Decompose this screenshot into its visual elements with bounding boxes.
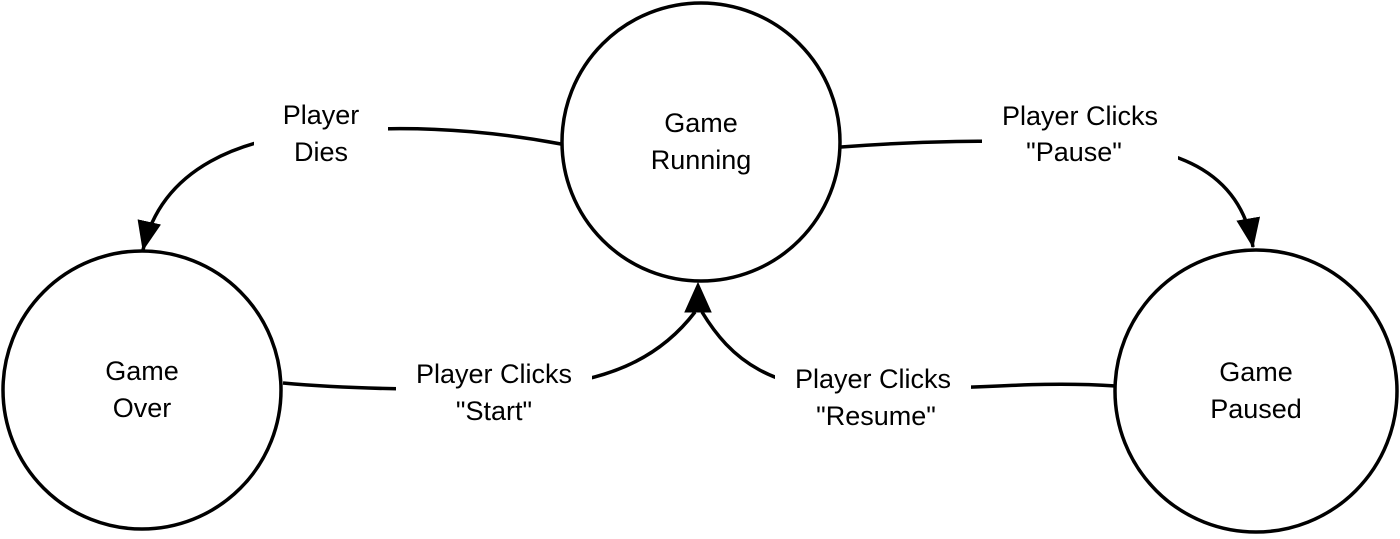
state-node-game-paused: Game Paused [1113,248,1399,534]
edge-label-player-clicks-start-line2: "Start" [456,396,532,426]
edge-label-player-clicks-resume: Player Clicks "Resume" [775,361,971,433]
edge-label-player-clicks-start-line1: Player Clicks [416,359,572,389]
edge-label-bg [775,361,971,433]
edge-label-player-clicks-pause-line1: Player Clicks [1002,101,1158,131]
edge-label-player-dies: Player Dies [254,95,388,167]
state-label-game-paused-line1: Game [1219,357,1293,387]
edge-label-player-clicks-pause: Player Clicks "Pause" [982,97,1178,167]
edge-label-bg [254,95,388,167]
state-node-game-over: Game Over [1,249,283,531]
edge-label-bg [396,356,592,428]
edge-label-player-dies-line2: Dies [294,137,348,167]
state-circle-game-over [1,249,283,531]
state-label-game-running-line1: Game [664,108,738,138]
edge-label-player-clicks-resume-line2: "Resume" [816,401,936,431]
edge-label-player-dies-line1: Player [283,100,360,130]
edge-label-player-clicks-pause-line2: "Pause" [1026,137,1122,167]
state-circle-game-running [560,1,842,283]
state-label-game-over-line2: Over [113,393,172,423]
state-label-game-over-line1: Game [105,356,179,386]
edge-label-player-clicks-start: Player Clicks "Start" [396,356,592,428]
edge-label-player-clicks-resume-line1: Player Clicks [795,364,951,394]
state-label-game-running-line2: Running [651,145,752,175]
state-circle-game-paused [1113,248,1399,534]
state-node-game-running: Game Running [560,1,842,283]
arrowhead-into-game-running [684,281,712,313]
edge-label-bg [982,97,1178,167]
state-label-game-paused-line2: Paused [1210,394,1302,424]
